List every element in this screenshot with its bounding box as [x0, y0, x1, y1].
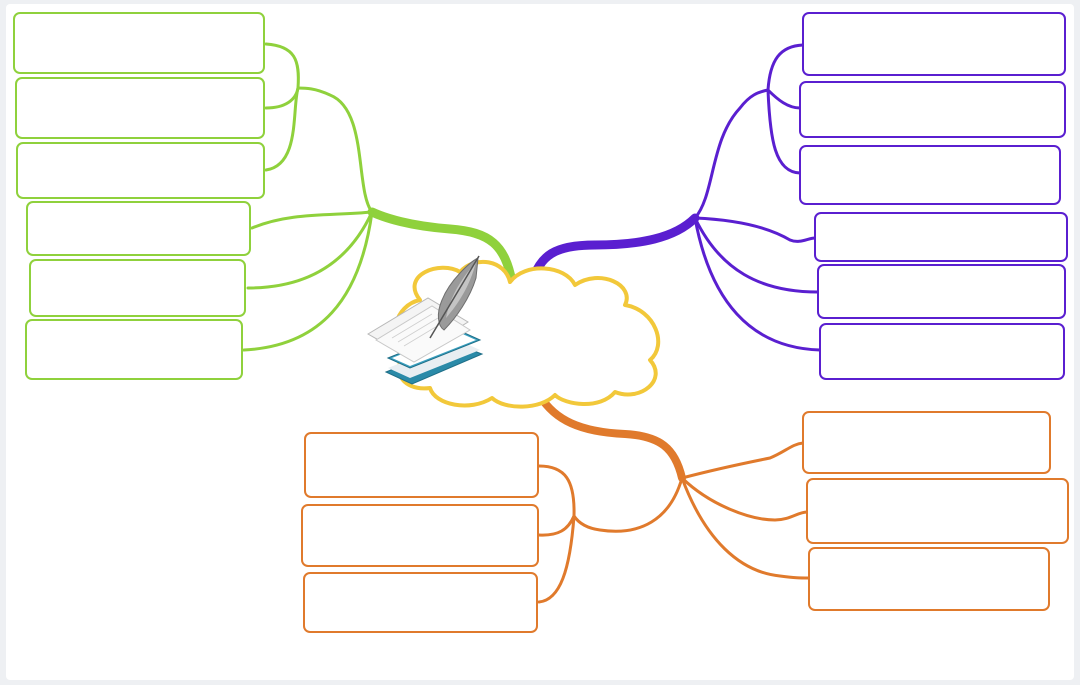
topic-box-purple-3[interactable] [799, 145, 1061, 205]
connector-orange-left-2 [537, 514, 576, 537]
connector-orange-left-hub [572, 476, 684, 533]
connector-purple-5 [693, 216, 820, 294]
connector-green-6 [242, 210, 374, 352]
topic-box-green-3[interactable] [16, 142, 265, 199]
topic-box-purple-5[interactable] [817, 264, 1066, 319]
topic-box-purple-6[interactable] [819, 323, 1065, 380]
branch-purple [527, 43, 822, 352]
connector-orange-left-3 [537, 514, 576, 604]
trunk-green [367, 207, 517, 287]
connector-orange-left-1 [537, 464, 576, 518]
connector-purple-6 [693, 216, 822, 352]
connector-orange-right-3 [680, 476, 811, 580]
connector-green-hub [296, 86, 374, 214]
topic-box-orange-left-1[interactable] [304, 432, 539, 498]
connector-green-5 [246, 210, 374, 290]
book-and-quill-icon [367, 255, 484, 385]
nodes-purple [799, 12, 1068, 380]
connector-orange-right-1 [680, 441, 805, 480]
topic-box-green-2[interactable] [15, 77, 265, 139]
trunk-purple [527, 213, 700, 288]
connector-green-3 [264, 86, 300, 172]
topic-box-orange-left-2[interactable] [301, 504, 539, 567]
nodes-orange [301, 411, 1069, 633]
connector-green-2 [264, 86, 300, 110]
topic-box-purple-2[interactable] [799, 81, 1066, 138]
branch-orange [536, 392, 811, 604]
branch-green [242, 42, 517, 352]
connector-purple-2 [766, 88, 802, 110]
topic-box-orange-right-2[interactable] [806, 478, 1069, 544]
topic-box-green-5[interactable] [29, 259, 246, 317]
topic-box-green-6[interactable] [25, 319, 243, 380]
connector-purple-4 [693, 216, 817, 243]
topic-box-purple-4[interactable] [814, 212, 1068, 262]
topic-box-orange-left-3[interactable] [303, 572, 538, 633]
connector-purple-1 [766, 43, 805, 92]
topic-box-green-1[interactable] [13, 12, 265, 74]
topic-box-green-4[interactable] [26, 201, 251, 256]
topic-box-orange-right-3[interactable] [808, 547, 1050, 611]
nodes-green [13, 12, 265, 380]
connector-green-1 [264, 42, 300, 90]
connector-orange-right-2 [680, 476, 809, 522]
connector-purple-hub [693, 88, 770, 220]
connector-purple-3 [766, 88, 802, 175]
topic-box-purple-1[interactable] [802, 12, 1066, 76]
trunk-orange [536, 392, 686, 482]
connector-green-4 [250, 210, 374, 230]
topic-box-orange-right-1[interactable] [802, 411, 1051, 474]
